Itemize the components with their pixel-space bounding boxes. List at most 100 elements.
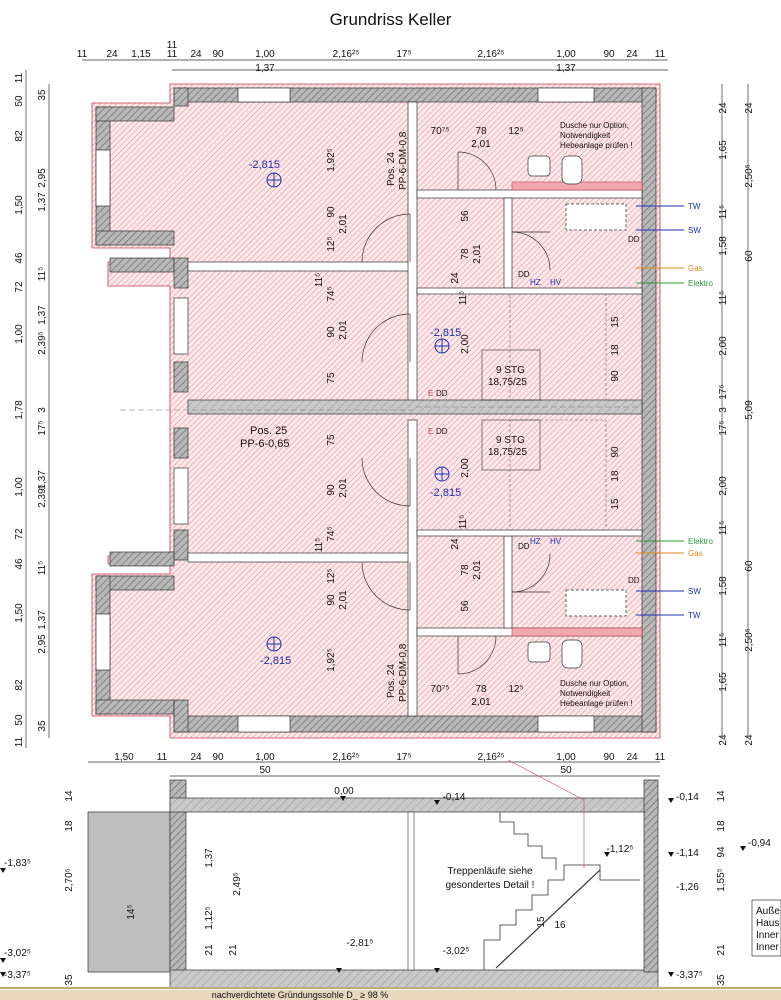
left-inner-12: 2,95 [37, 634, 48, 654]
pos24-top-spec: PP-6-DM-0,8 [398, 131, 409, 190]
section-level-left-1: -3,02⁵ [4, 948, 31, 959]
wc-top-0: 70⁷⁵ [431, 126, 450, 137]
section-dim-left-1: 18 [64, 820, 75, 832]
left-outer-5: 72 [14, 281, 25, 293]
top-dim-11: 90 [603, 49, 615, 60]
section-top-dim-3: 90 [212, 752, 224, 763]
section-level-marks [0, 796, 746, 977]
top-dim-row2-0: 1,37 [255, 63, 275, 74]
right-inner-0: 24 [718, 102, 729, 114]
wc-top-1: 78 [475, 126, 487, 137]
left-outer-12: 82 [14, 679, 25, 691]
top-dim-7: 2,16²⁵ [333, 49, 360, 60]
right-inner-8: 17⁵ [718, 420, 729, 435]
section-top-dim-8: 1,00 [556, 752, 576, 763]
label-tw-bottom: TW [688, 611, 701, 620]
left-inner-2: 1,37 [37, 192, 48, 212]
wc-bot-3: 2,01 [471, 697, 491, 708]
section-dim-right-1: 18 [716, 820, 727, 832]
section-dim-right-3: 1,55⁵ [716, 868, 727, 892]
pos25-spec: PP-6-0,65 [240, 438, 290, 450]
right-inner-3: 1,58 [718, 236, 729, 256]
room2-dim-2: 2,01 [338, 478, 349, 498]
level-bottom: -2,815 [260, 655, 291, 667]
right-inner-14: 24 [718, 734, 729, 746]
installation-lines [636, 205, 684, 616]
section-inner-4: -3,02⁵ [443, 946, 470, 957]
top-dim-13: 11 [655, 49, 666, 60]
top-dim-6: 1,00 [255, 49, 275, 60]
left-outer-8: 1,00 [14, 477, 25, 497]
label-gas-top: Gas [688, 264, 703, 273]
windows [95, 87, 595, 733]
room2-dim-6: 90 [326, 594, 337, 606]
label-e-2: E [428, 427, 433, 436]
label-elektro-bottom: Elektro [688, 537, 713, 546]
left-outer-9: 72 [14, 528, 25, 540]
section-dimension-lines [88, 761, 660, 777]
label-elektro-top: Elektro [688, 279, 713, 288]
label-tw-top: TW [688, 202, 701, 211]
shower-note-bottom-3: Hebeanlage prüfen ! [560, 699, 633, 708]
top-dim-3: 11 [167, 49, 178, 60]
stair-upper-count: 9 STG [496, 365, 525, 376]
label-dd-4: DD [628, 576, 640, 585]
section-dim-inner-0: 1,37 [204, 848, 215, 868]
section-level-right-1: -1,14 [676, 848, 699, 859]
label-sw-top: SW [688, 226, 701, 235]
right-inner-1: 1,65 [718, 140, 729, 160]
level-mid-upper: -2,815 [430, 327, 461, 339]
wc-bot-1: 78 [475, 684, 487, 695]
pos24-top-label: Pos. 24 [386, 152, 397, 186]
right-inner-5: 2,00 [718, 336, 729, 356]
section-level-right-3: -0,94 [748, 838, 771, 849]
section-top2-1: 50 [560, 765, 572, 776]
right-inner-7: 3 [718, 407, 729, 413]
top-dim-2: 1,15 [131, 49, 151, 60]
wc-top-10: 90 [610, 370, 621, 382]
wc-top-11: 18 [610, 344, 621, 356]
wc-top-6: 2,01 [472, 244, 483, 264]
section-top-dim-9: 90 [603, 752, 615, 763]
stair-upper-size: 18,75/25 [488, 377, 527, 388]
room1-dim-3: 12⁵ [326, 236, 337, 251]
label-hz-2: HZ [530, 537, 541, 546]
top-dim-4: 24 [190, 49, 202, 60]
right-inner-4: 11⁵ [718, 291, 729, 306]
wc-bot-10: 90 [610, 446, 621, 458]
left-outer-1: 50 [14, 95, 25, 107]
section-dim-left-3: 35 [64, 974, 75, 986]
wc-top-7: 24 [450, 272, 461, 284]
section-top-dim-4: 1,00 [255, 752, 275, 763]
left-inner-5: 2,39⁵ [37, 331, 48, 355]
wc-top-2: 12⁵ [508, 126, 523, 137]
stair-note-2: gesondertes Detail ! [446, 880, 535, 891]
right-outer-4: 60 [744, 560, 755, 572]
section-level-left-0: -1,83⁵ [4, 858, 31, 869]
left-outer-13: 50 [14, 714, 25, 726]
drawing-title: Grundriss Keller [329, 10, 452, 29]
top-dim-10: 1,00 [556, 49, 576, 60]
stair-dim-1: 16 [554, 920, 566, 931]
left-outer-11: 1,50 [14, 603, 25, 623]
top-dim-0: 11 [77, 49, 88, 60]
section-dim-inner-5: 14⁵ [126, 904, 137, 919]
section-legend-2: Inner [756, 930, 779, 941]
room2-dim-7: 2,01 [338, 590, 349, 610]
right-outer-6: 24 [744, 734, 755, 746]
right-inner-13: 1,65 [718, 672, 729, 692]
wc-bot-2: 12⁵ [508, 684, 523, 695]
shower-note-bottom-2: Notwendigkeit [560, 689, 611, 698]
wc-bot-5: 78 [460, 564, 471, 576]
room1-dim-1: 90 [326, 206, 337, 218]
left-outer-0: 11 [14, 72, 25, 83]
section-legend-0: Auße [756, 906, 780, 917]
room2-dim-8: 1,92⁵ [326, 648, 337, 672]
wc-top-5: 78 [460, 248, 471, 260]
section-top2-0: 50 [259, 765, 271, 776]
wc-bot-6: 2,01 [472, 560, 483, 580]
label-sw-bottom: SW [688, 587, 701, 596]
